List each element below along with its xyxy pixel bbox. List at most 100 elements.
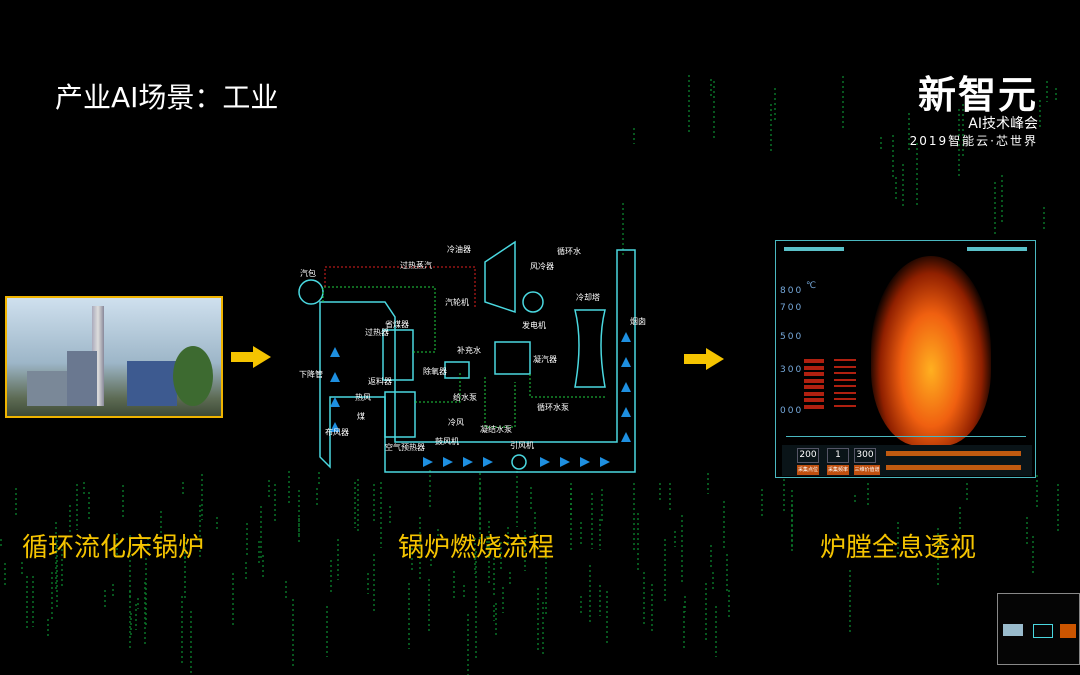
rain-streak — [632, 483, 635, 553]
value-field[interactable]: 1 — [827, 448, 849, 463]
rain-streak — [580, 596, 583, 616]
rain-streak — [46, 618, 49, 636]
label-condensate-pump: 凝结水泵 — [480, 424, 512, 434]
rain-streak — [485, 536, 488, 552]
value-field[interactable]: 200 — [797, 448, 819, 463]
value-field[interactable]: 300 — [854, 448, 876, 463]
rain-streak — [262, 555, 265, 579]
rain-streak — [410, 547, 413, 573]
label-downcomer: 下降管 — [299, 369, 323, 379]
label-air-cooler: 风冷器 — [530, 261, 554, 271]
label-induced-fan: 引风机 — [510, 440, 534, 450]
rain-streak — [4, 563, 7, 589]
label-deaerator: 除氧器 — [423, 366, 447, 376]
slide-thumbnail[interactable] — [997, 593, 1080, 665]
label-superheater: 过热器 — [365, 327, 389, 337]
rain-streak — [579, 521, 582, 546]
rain-streak — [190, 610, 193, 675]
rain-streak — [354, 481, 357, 528]
rain-streak — [590, 493, 593, 550]
rain-streak — [916, 142, 919, 208]
rain-streak — [429, 558, 432, 569]
rain-streak — [492, 605, 495, 622]
rain-streak — [61, 544, 64, 587]
rain-streak — [1057, 484, 1060, 533]
rain-streak — [31, 575, 34, 628]
rain-streak — [1001, 174, 1003, 223]
rain-streak — [961, 104, 964, 159]
rain-streak — [658, 483, 661, 502]
rain-streak — [408, 583, 410, 649]
rain-streak — [774, 88, 777, 120]
rain-streak — [896, 521, 899, 557]
rain-streak — [895, 176, 897, 200]
rain-streak — [866, 482, 869, 506]
rain-streak — [487, 520, 490, 587]
flame-visualization — [871, 256, 991, 446]
control-bar: 200 1 300 采集点位 采集频率 三维价值谱 — [782, 445, 1032, 476]
level-bars — [804, 359, 824, 411]
rain-streak — [129, 534, 132, 599]
rain-streak — [502, 587, 505, 613]
rain-streak — [570, 483, 573, 515]
rain-streak — [244, 561, 247, 579]
rain-streak — [232, 572, 235, 628]
caption-combustion-process: 锅炉燃烧流程 — [398, 533, 555, 563]
rain-streak — [357, 479, 360, 534]
rain-streak — [545, 557, 548, 614]
rain-streak — [684, 596, 687, 612]
rain-streak — [643, 572, 646, 625]
rain-streak — [329, 559, 332, 594]
rain-streak — [842, 76, 845, 130]
rain-streak — [419, 516, 422, 583]
rain-streak — [273, 483, 276, 524]
rain-streak — [791, 490, 794, 550]
axis-tick: 300 — [780, 365, 804, 375]
rain-streak — [1045, 81, 1048, 102]
button-sample-frequency[interactable]: 采集频率 — [827, 465, 849, 475]
rain-streak — [180, 596, 183, 666]
label-drum: 汽包 — [300, 268, 316, 278]
rain-streak — [475, 615, 478, 660]
rain-streak — [848, 569, 851, 635]
rain-streak — [965, 482, 968, 503]
rain-streak — [14, 488, 17, 518]
rain-streak — [389, 506, 392, 527]
rain-streak — [146, 537, 149, 553]
rain-streak — [664, 539, 667, 601]
rain-streak — [137, 597, 140, 610]
unit-label: ℃ — [806, 281, 817, 291]
rain-streak — [372, 553, 375, 613]
rain-streak — [428, 578, 431, 632]
rain-streak — [463, 584, 466, 600]
rain-streak — [714, 605, 717, 657]
furnace-holographic-panel: ℃ 800 700 500 300 000 200 1 300 采集点位 采集频… — [775, 240, 1036, 478]
rain-streak — [474, 550, 477, 616]
button-3d-spectrum[interactable]: 三维价值谱 — [854, 465, 880, 475]
rain-streak — [130, 613, 133, 635]
rain-streak — [55, 522, 58, 591]
rain-streak — [598, 518, 601, 550]
label-separator: 返料器 — [368, 376, 392, 386]
rain-streak — [636, 512, 639, 570]
rain-streak — [770, 103, 773, 154]
rain-streak — [598, 584, 601, 616]
rain-streak — [184, 536, 187, 561]
rain-streak — [529, 487, 532, 512]
rain-streak — [902, 163, 905, 210]
rain-streak — [257, 540, 260, 565]
rain-streak — [288, 471, 291, 503]
rain-streak — [1043, 207, 1046, 232]
rain-streak — [1031, 535, 1034, 576]
boiler-photo — [5, 296, 223, 418]
label-coal: 煤 — [357, 411, 365, 421]
caption-furnace-view: 炉膛全息透视 — [820, 533, 977, 563]
button-sample-points[interactable]: 采集点位 — [797, 465, 819, 475]
rain-streak — [957, 108, 960, 176]
rain-streak — [285, 581, 288, 600]
label-turbine: 汽轮机 — [445, 297, 469, 307]
rain-streak — [588, 565, 591, 626]
rain-streak — [318, 472, 321, 484]
rain-streak — [76, 484, 79, 530]
